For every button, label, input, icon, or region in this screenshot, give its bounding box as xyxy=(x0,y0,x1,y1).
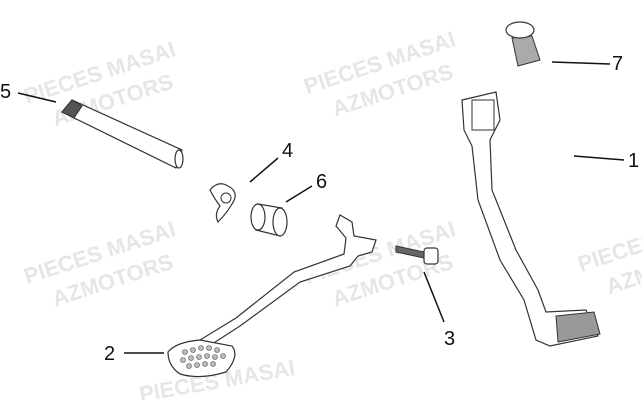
part-bushing xyxy=(250,203,288,237)
callout-number: 1 xyxy=(628,150,639,172)
part-gear-shift-lever xyxy=(461,91,601,347)
callout-6: 6 xyxy=(285,171,327,203)
callout-1: 1 xyxy=(573,150,639,172)
callout-number: 4 xyxy=(282,140,293,162)
callout-number: 2 xyxy=(104,343,115,365)
callout-number: 7 xyxy=(612,53,623,75)
callout-7: 7 xyxy=(551,53,623,75)
callout-3: 3 xyxy=(423,271,455,350)
part-shaft xyxy=(61,99,184,169)
callout-number: 3 xyxy=(444,328,455,350)
part-bolt-3 xyxy=(395,245,439,265)
part-brake-pedal xyxy=(167,214,377,378)
callout-2: 2 xyxy=(104,343,164,365)
callout-5: 5 xyxy=(0,81,57,103)
callout-number: 5 xyxy=(0,81,11,103)
part-spring xyxy=(209,183,236,224)
callout-number: 6 xyxy=(316,171,327,193)
part-bolt-7 xyxy=(505,21,541,67)
callout-4: 4 xyxy=(249,140,293,183)
